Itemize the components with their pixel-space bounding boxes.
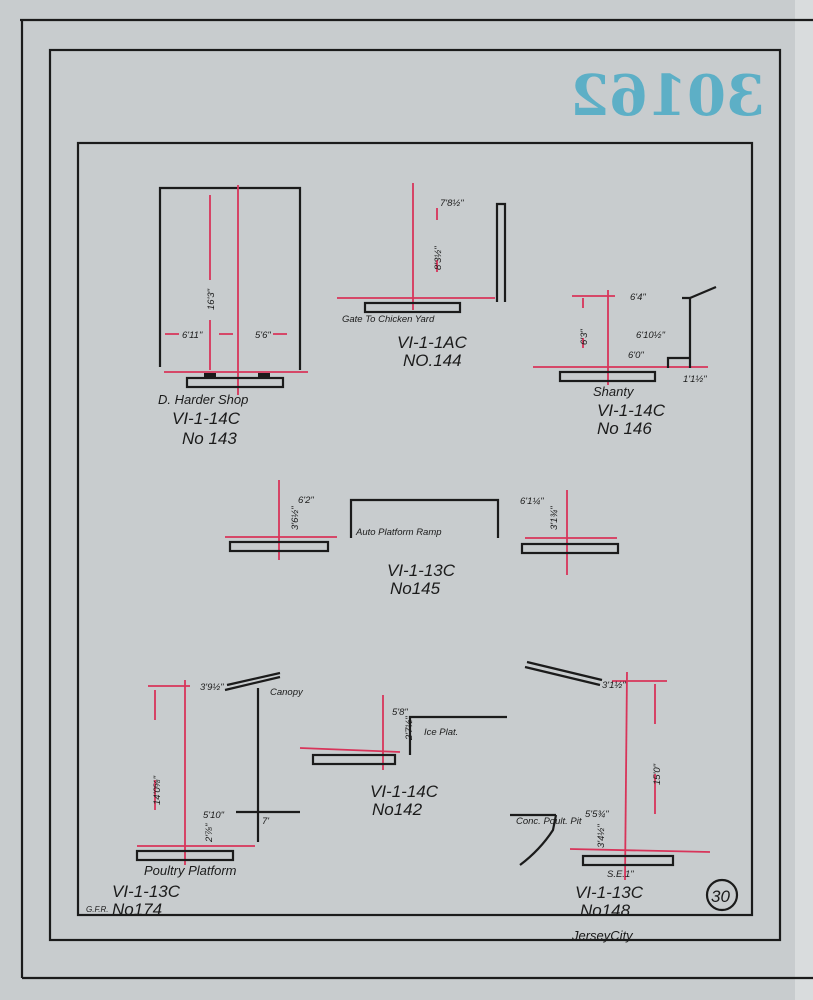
svg-text:8'3½": 8'3½" [433, 246, 444, 270]
svg-text:7'8½": 7'8½" [440, 198, 464, 209]
svg-text:Auto Platform Ramp: Auto Platform Ramp [355, 527, 442, 538]
svg-text:S.E.1": S.E.1" [607, 869, 634, 880]
svg-text:No 146: No 146 [597, 419, 652, 438]
drafter-initials: G.F.R. [86, 905, 109, 914]
svg-text:6'4": 6'4" [630, 292, 646, 303]
svg-text:No174: No174 [112, 900, 162, 919]
svg-text:VI-1-14C: VI-1-14C [370, 782, 439, 801]
svg-text:Poultry Platform: Poultry Platform [144, 863, 237, 878]
svg-text:30: 30 [711, 887, 730, 906]
svg-text:7': 7' [262, 816, 270, 827]
svg-text:No145: No145 [390, 579, 441, 598]
svg-text:No142: No142 [372, 800, 423, 819]
svg-text:6'1¼": 6'1¼" [520, 496, 544, 507]
svg-text:Canopy: Canopy [270, 687, 304, 698]
drawing-142: 5'8" 2'7½" Ice Plat. VI-1-14C No142 [299, 695, 507, 819]
svg-text:6'3": 6'3" [579, 329, 590, 345]
paper-edge [795, 0, 813, 1000]
svg-text:5'5¾": 5'5¾" [585, 809, 609, 820]
svg-text:15'0": 15'0" [652, 763, 663, 785]
svg-text:6'11": 6'11" [182, 330, 203, 341]
svg-text:VI-1-14C: VI-1-14C [172, 409, 241, 428]
drawing-145: 6'2" 3'6½" 6'1¼" 3'1¾" Auto Platform Ram… [225, 480, 620, 598]
drawing-148: 3'1½" 15'0" 5'5¾" 3'4½" Conc. Poult. Pit… [510, 660, 711, 920]
svg-text:3'1¾": 3'1¾" [549, 506, 560, 530]
drawing-174: 3'9½" Canopy 14'0⅝" 5'10" 2'⅞" 7' Poultr… [112, 671, 304, 919]
svg-text:Conc. Poult. Pit: Conc. Poult. Pit [516, 816, 582, 827]
svg-text:5'6": 5'6" [255, 330, 271, 341]
svg-text:5'8": 5'8" [392, 707, 408, 718]
svg-text:D. Harder Shop: D. Harder Shop [158, 392, 248, 407]
svg-text:Shanty: Shanty [593, 384, 635, 399]
svg-text:30162: 30162 [570, 63, 765, 129]
svg-text:1'1½": 1'1½" [683, 374, 707, 385]
drawing-144: 7'8½" 8'3½" Gate To Chicken Yard VI-1-1A… [337, 183, 507, 370]
svg-text:No148: No148 [580, 901, 631, 920]
svg-text:VI-1-13C: VI-1-13C [575, 883, 644, 902]
svg-text:2'7½": 2'7½" [404, 716, 415, 741]
svg-text:6'0": 6'0" [628, 350, 644, 361]
location-label: JerseyCity [571, 928, 634, 943]
svg-text:3'9½": 3'9½" [200, 682, 224, 693]
svg-text:VI-1-13C: VI-1-13C [112, 882, 181, 901]
svg-text:Gate To Chicken Yard: Gate To Chicken Yard [342, 314, 435, 325]
svg-text:NO.144: NO.144 [403, 351, 462, 370]
page-number-badge: 30 [705, 878, 739, 912]
svg-text:VI-1-1AC: VI-1-1AC [397, 333, 468, 352]
svg-text:6'2": 6'2" [298, 495, 314, 506]
svg-text:VI-1-13C: VI-1-13C [387, 561, 456, 580]
svg-text:Ice Plat.: Ice Plat. [424, 727, 458, 738]
svg-text:3'6½": 3'6½" [290, 506, 301, 530]
svg-text:6'10½": 6'10½" [636, 330, 666, 341]
svg-text:3'1½": 3'1½" [602, 680, 626, 691]
svg-text:16'3": 16'3" [206, 288, 217, 310]
svg-text:5'10": 5'10" [203, 810, 225, 821]
sheet-frame [20, 18, 813, 980]
svg-text:VI-1-14C: VI-1-14C [597, 401, 666, 420]
drawing-143: 16'3" 6'11" 5'6" D. Harder Shop VI-1-14C… [158, 185, 308, 448]
svg-text:14'0⅝": 14'0⅝" [152, 775, 163, 805]
svg-text:2'⅞": 2'⅞" [204, 823, 215, 843]
stamp-mirrored: 30162 [570, 63, 765, 129]
svg-text:No 143: No 143 [182, 429, 237, 448]
drawing-146: 6'3" 6'4" 6'10½" 6'0" 1'1½" Shanty VI-1-… [533, 285, 717, 438]
svg-text:3'4½": 3'4½" [596, 824, 607, 848]
